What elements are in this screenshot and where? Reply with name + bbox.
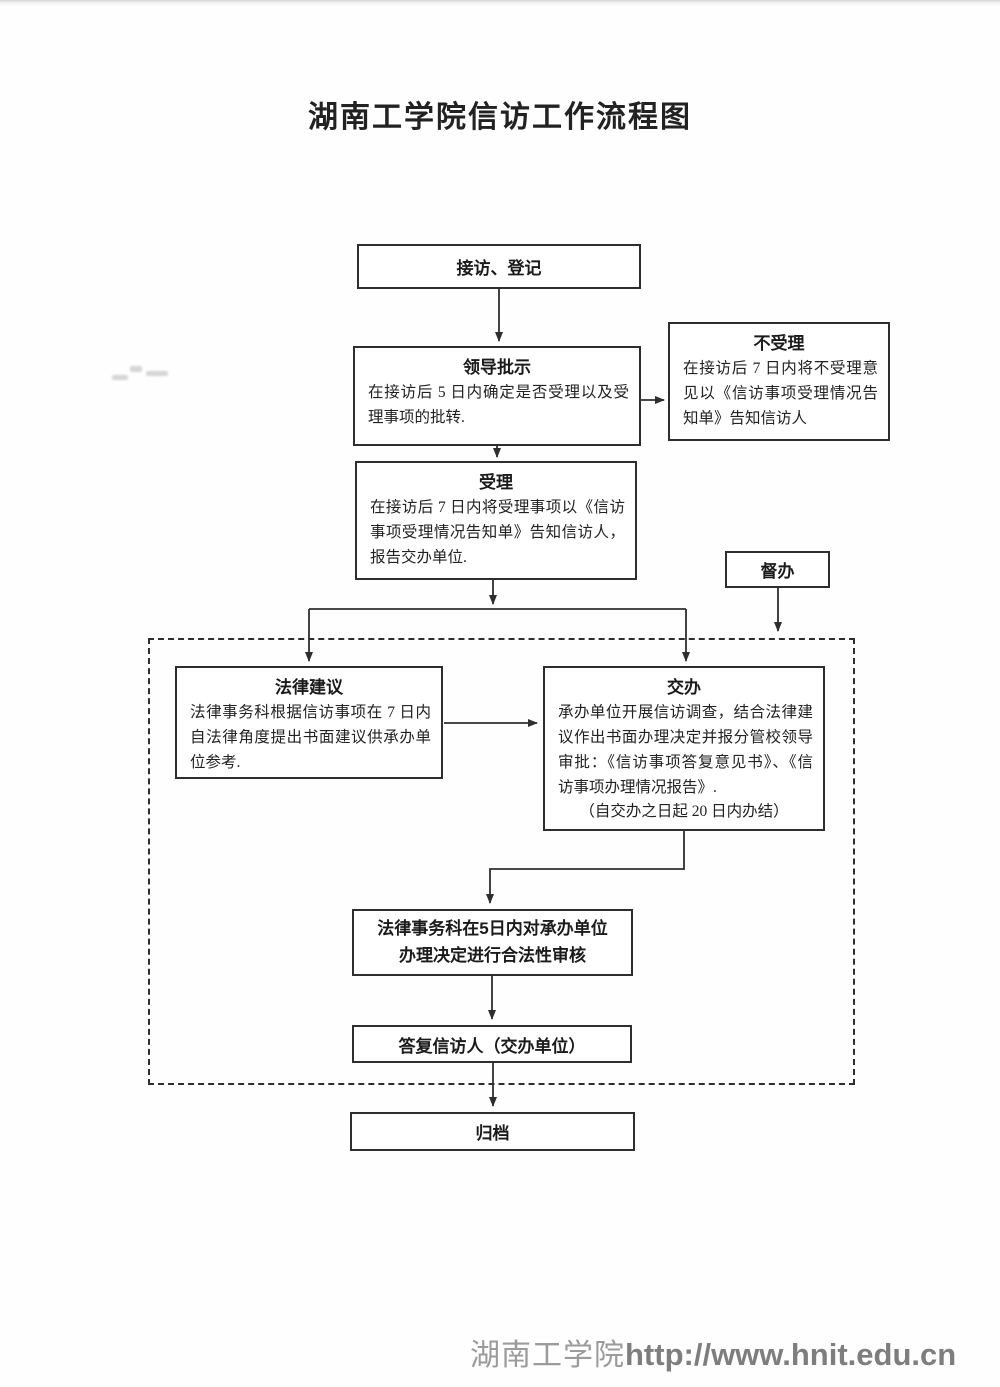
node-title: 不受理 — [753, 334, 805, 353]
node-label: 督办 — [760, 562, 795, 581]
node-title: 受理 — [479, 473, 513, 492]
node-archive: 归档 — [350, 1112, 635, 1151]
node-title: 交办 — [667, 678, 701, 697]
footer-site-name: 湖南工学院 — [470, 1339, 625, 1372]
node-body: 法律事务科根据信访事项在 7 日内自法律角度提出书面建议供承办单位参考. — [190, 704, 431, 772]
node-body: 承办单位开展信访调查，结合法律建议作出书面办理决定并报分管校领导审批：《信访事项… — [558, 704, 813, 797]
node-reply-petitioner: 答复信访人（交办单位） — [352, 1025, 632, 1063]
scan-edge-artifact — [0, 0, 1000, 6]
node-not-accepted: 不受理 在接访后 7 日内将不受理意见以《信访事项受理情况告知单》告知信访人 — [668, 322, 890, 441]
node-note: （自交办之日起 20 日内办结） — [579, 803, 789, 821]
node-leader-instruction: 领导批示 在接访后 5 日内确定是否受理以及受理事项的批转. — [353, 346, 641, 446]
scan-smudge — [112, 375, 128, 380]
scan-smudge — [146, 371, 168, 376]
node-reception-registration: 接访、登记 — [357, 244, 641, 289]
node-accepted: 受理 在接访后 7 日内将受理事项以《信访事项受理情况告知单》告知信访人，报告交… — [355, 461, 637, 580]
node-assignment: 交办 承办单位开展信访调查，结合法律建议作出书面办理决定并报分管校领导审批：《信… — [543, 666, 825, 831]
node-legality-review: 法律事务科在5日内对承办单位办理决定进行合法性审核 — [352, 909, 633, 976]
node-supervision: 督办 — [725, 551, 830, 588]
page-title: 湖南工学院信访工作流程图 — [308, 101, 692, 134]
footer-url: http://www.hnit.edu.cn — [625, 1337, 957, 1372]
node-body: 在接访后 5 日内确定是否受理以及受理事项的批转. — [368, 384, 629, 427]
scan-smudge — [130, 366, 142, 372]
node-legal-advice: 法律建议 法律事务科根据信访事项在 7 日内自法律角度提出书面建议供承办单位参考… — [175, 666, 443, 779]
node-body: 在接访后 7 日内将不受理意见以《信访事项受理情况告知单》告知信访人 — [683, 360, 878, 428]
node-title: 领导批示 — [463, 358, 531, 377]
node-label: 答复信访人（交办单位） — [398, 1036, 586, 1056]
node-label: 法律事务科在5日内对承办单位办理决定进行合法性审核 — [377, 919, 608, 965]
node-body: 在接访后 7 日内将受理事项以《信访事项受理情况告知单》告知信访人，报告交办单位… — [370, 499, 625, 567]
node-label: 接访、登记 — [456, 259, 542, 278]
node-label: 归档 — [475, 1124, 510, 1143]
footer: 湖南工学院http://www.hnit.edu.cn — [470, 1330, 1000, 1374]
node-title: 法律建议 — [275, 678, 343, 697]
dashed-process-region — [148, 638, 855, 1085]
